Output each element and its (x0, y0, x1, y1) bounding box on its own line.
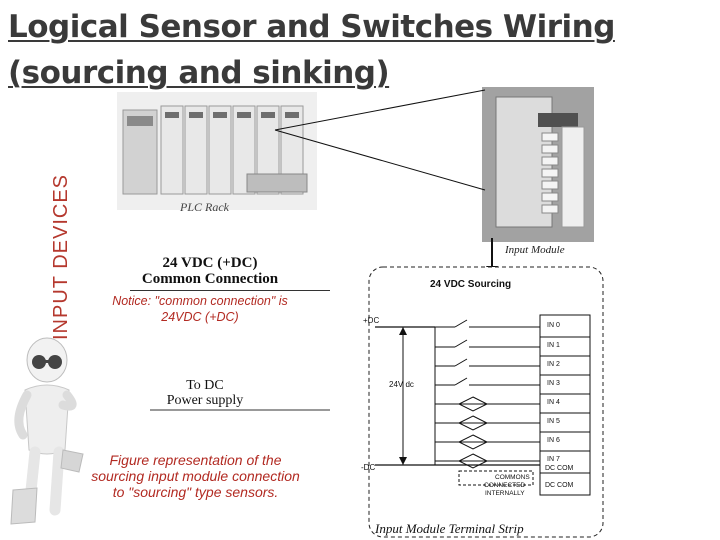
terminal-dc-com-2: DC COM (545, 482, 574, 489)
terminal-in-1: IN 1 (547, 342, 560, 349)
terminal-strip-caption: Input Module Terminal Strip (375, 521, 524, 536)
wiring-heading: 24 VDC Sourcing (430, 279, 511, 290)
voltage-label: 24V dc (389, 380, 414, 389)
vdc-label-line-1: 24 VDC (+DC) (162, 255, 258, 271)
to-dc-label: To DC Power supply (150, 378, 260, 408)
to-dc-line-1: To DC (186, 378, 224, 393)
title-line-2: (sourcing and sinking) (8, 55, 390, 91)
common-connection-line (130, 290, 330, 291)
slide-title: Logical Sensor and Switches Wiring (sour… (8, 4, 708, 96)
terminal-in-3: IN 3 (547, 380, 560, 387)
commons-note-1: COMMONS (495, 474, 530, 481)
plus-dc-label: +DC (363, 316, 379, 325)
terminal-in-2: IN 2 (547, 361, 560, 368)
figure-description: Figure representation of the sourcing in… (91, 452, 300, 500)
wiring-diagram: 24 VDC Sourcing +DC -DC 24V dc IN 0 IN 1… (361, 266, 604, 538)
input-module-caption: Input Module (505, 244, 565, 256)
thinking-figure-image (10, 337, 84, 525)
minus-dc-label: -DC (361, 463, 375, 472)
terminal-in-0: IN 0 (547, 322, 560, 329)
commons-note-3: INTERNALLY (485, 490, 525, 497)
to-dc-line-2: Power supply (166, 393, 244, 408)
terminal-in-4: IN 4 (547, 399, 560, 406)
notice-text: Notice: "common connection" is 24VDC (+D… (112, 294, 288, 324)
commons-note-2: CONNECTED (484, 482, 525, 489)
vdc-label-line-2: Common Connection (141, 271, 279, 287)
title-line-1: Logical Sensor and Switches Wiring (8, 9, 615, 45)
terminal-in-7: IN 7 (547, 456, 560, 463)
input-module-photo (482, 87, 594, 242)
plc-rack-photo (117, 92, 317, 210)
terminal-dc-com-1: DC COM (545, 465, 574, 472)
vdc-label: 24 VDC (+DC) Common Connection (130, 255, 290, 287)
terminal-in-5: IN 5 (547, 418, 560, 425)
terminal-in-6: IN 6 (547, 437, 560, 444)
plc-rack-caption: PLC Rack (180, 200, 229, 214)
